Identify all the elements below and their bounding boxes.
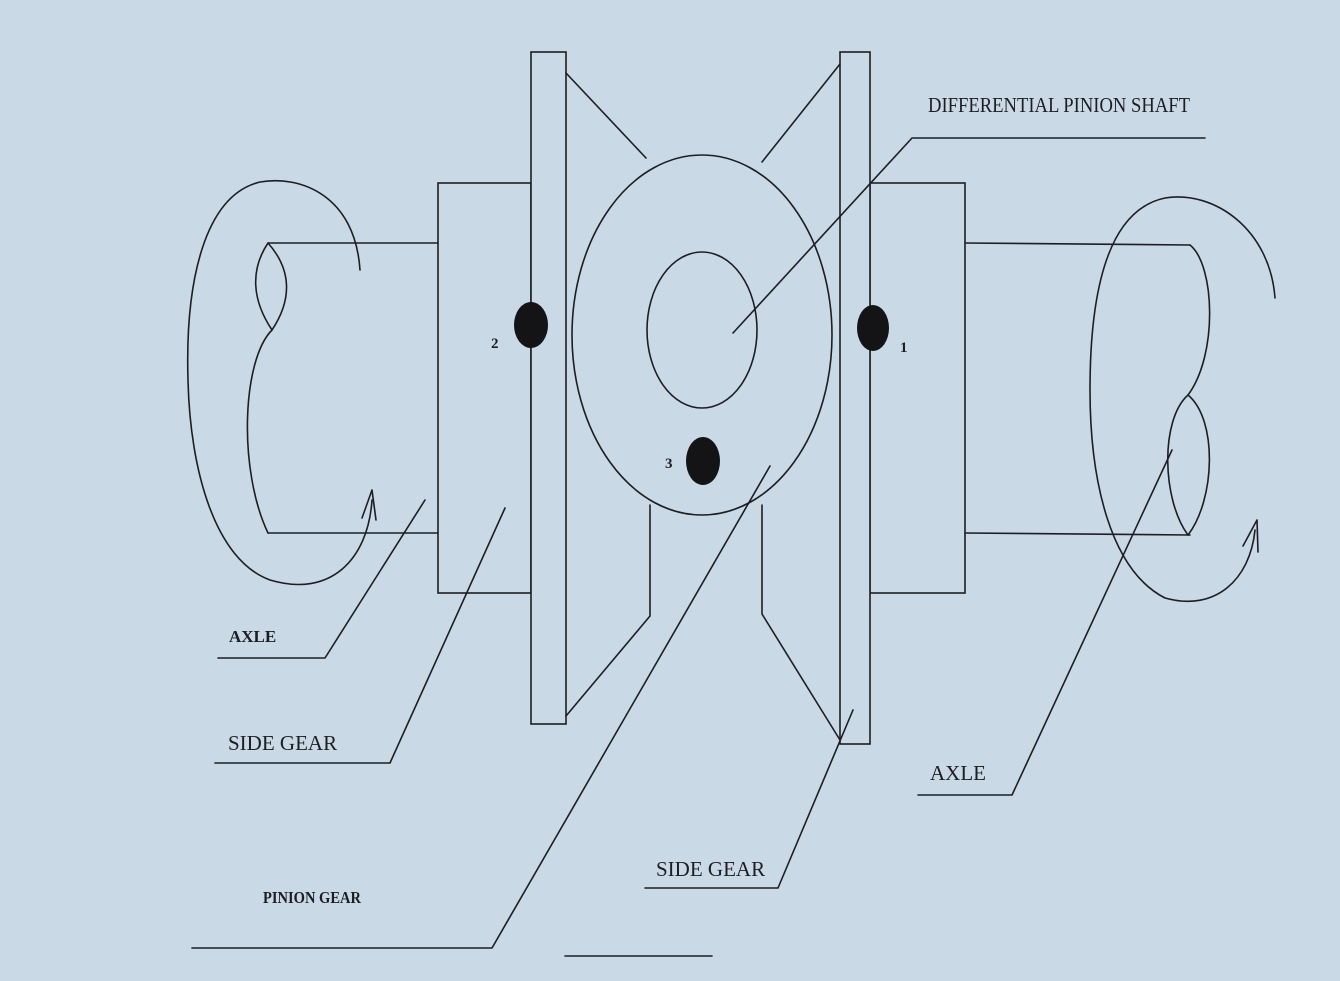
pinion-shaft-bore [646,251,758,409]
contact-point-3 [686,437,720,485]
point-label-2: 2 [491,336,499,352]
leader-side-gear-right [644,709,854,889]
leader-differential-pinion-shaft [732,137,1206,334]
right-rotation-arrowhead [1242,519,1259,553]
right-rotation-arrow [1089,196,1276,603]
point-label-1: 1 [900,340,908,356]
label-axle-right: AXLE [930,761,986,785]
contact-point-2 [514,302,548,348]
leader-axle-right [917,449,1173,796]
left-side-gear-plate [530,51,567,725]
left-side-gear-hub [437,182,532,594]
left-axle [246,242,439,534]
leader-side-gear-left [214,507,506,764]
left-rotation-arrowhead [361,489,377,521]
label-differential-pinion-shaft: DIFFERENTIAL PINION SHAFT [928,93,1190,117]
pinion-gear [571,154,833,516]
label-side-gear-left: SIDE GEAR [228,731,337,755]
right-side-gear-plate [839,51,871,745]
point-label-3: 3 [665,456,673,472]
label-side-gear-right: SIDE GEAR [656,857,765,881]
leader-pinion-gear [191,465,771,949]
label-axle-left: AXLE [229,627,276,646]
leader-axle-left [217,499,426,659]
contact-point-1 [857,305,889,351]
right-axle [964,242,1211,536]
label-pinion-gear: PINION GEAR [263,888,362,907]
left-rotation-arrow [186,179,373,586]
right-side-gear-hub [869,182,966,594]
